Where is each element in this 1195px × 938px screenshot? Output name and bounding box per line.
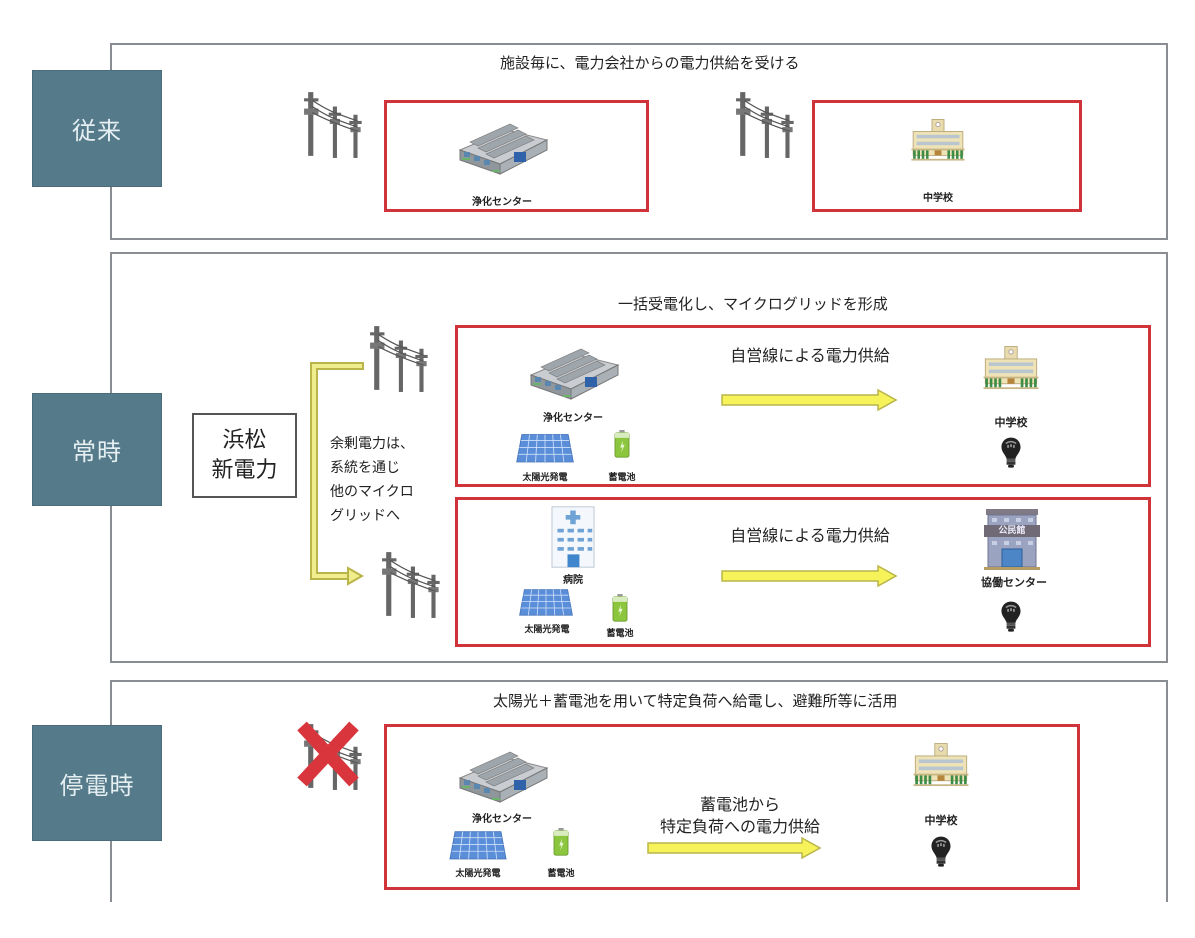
destination-label: 中学校 [924, 814, 958, 827]
solar-label: 太陽光発電 [522, 473, 568, 483]
surplus-line: 系統を通じ [330, 460, 400, 476]
heading-normal: 一括受電化し、マイクログリッドを形成 [618, 295, 888, 313]
solar-panel-icon [449, 831, 507, 860]
microgrid-box-1 [455, 325, 1151, 487]
supply-arrow [721, 564, 898, 588]
hospital-icon [551, 506, 595, 568]
solar-label: 太陽光発電 [524, 625, 570, 635]
surplus-routing-arrow [310, 362, 365, 586]
utility-pole-icon [381, 551, 441, 619]
outage-supply-label: 蓄電池から 特定負荷への電力供給 [620, 794, 860, 838]
purification-plant-icon [459, 123, 548, 175]
battery-icon [614, 430, 630, 458]
utility-pole-icon [369, 325, 429, 393]
solar-label: 太陽光発電 [455, 869, 501, 879]
school-icon [913, 743, 969, 787]
battery-icon [553, 828, 569, 856]
surplus-power-note: 余剰電力は、 系統を通じ 他のマイクロ グリッドへ [330, 432, 414, 528]
facility-label-purification-center: 浄化センター [472, 197, 532, 208]
destination-label: 協働センター [981, 576, 1047, 589]
supply-arrow [721, 388, 898, 412]
surplus-line: 他のマイクロ [330, 484, 414, 500]
solar-panel-icon [519, 589, 573, 616]
supply-arrow [647, 836, 822, 860]
provider-line2: 新電力 [211, 457, 278, 483]
battery-icon [612, 594, 628, 622]
provider-line1: 浜松 [222, 427, 267, 453]
tag-normal-label: 常時 [72, 438, 122, 466]
facility-label-junior-high: 中学校 [923, 193, 953, 204]
tag-conventional-label: 従来 [72, 117, 122, 145]
tag-outage-label: 停電時 [59, 771, 135, 800]
surplus-line: 余剰電力は、 [330, 436, 414, 452]
utility-pole-icon [735, 91, 795, 159]
source-label: 浄化センター [472, 814, 532, 825]
heading-conventional: 施設毎に、電力会社からの電力供給を受ける [500, 54, 800, 72]
tag-outage: 停電時 [32, 725, 162, 841]
outage-supply-line1: 蓄電池から [699, 795, 780, 814]
light-bulb-icon [1000, 600, 1022, 633]
surplus-line: グリッドへ [330, 508, 400, 524]
destination-label: 中学校 [994, 416, 1028, 429]
tag-normal: 常時 [32, 393, 162, 506]
community-sign: 公民館 [998, 526, 1026, 536]
light-bulb-icon [1000, 436, 1022, 469]
purification-plant-icon [459, 751, 548, 803]
facility-box-junior-high [812, 100, 1082, 212]
school-icon [983, 346, 1039, 390]
tag-conventional: 従来 [32, 70, 162, 187]
school-icon [911, 119, 965, 161]
purification-plant-icon [530, 348, 619, 400]
outage-supply-line2: 特定負荷への電力供給 [659, 817, 820, 836]
source-label: 浄化センター [543, 413, 603, 424]
supply-label: 自営線による電力供給 [730, 526, 890, 545]
provider-hamamatsu-shindenryoku: 浜松 新電力 [192, 413, 297, 498]
battery-label: 蓄電池 [547, 869, 575, 879]
battery-label: 蓄電池 [606, 629, 634, 639]
cross-icon [297, 721, 359, 787]
outage-box [384, 724, 1080, 890]
supply-label: 自営線による電力供給 [730, 346, 890, 365]
solar-panel-icon [516, 434, 574, 463]
utility-pole-icon [303, 91, 363, 159]
heading-outage: 太陽光＋蓄電池を用いて特定負荷へ給電し、避難所等に活用 [493, 692, 898, 710]
source-label: 病院 [563, 575, 583, 586]
community-center-icon [983, 508, 1041, 571]
light-bulb-icon [930, 835, 952, 868]
battery-label: 蓄電池 [608, 473, 636, 483]
